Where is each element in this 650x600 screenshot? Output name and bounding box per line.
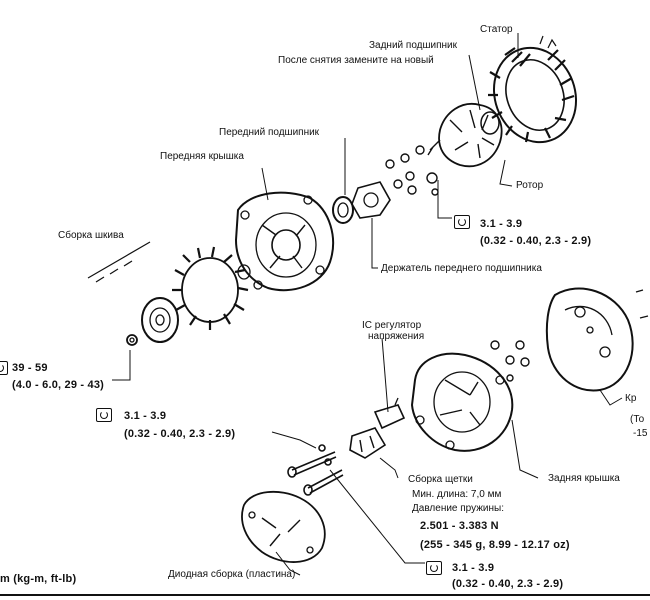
torque-wrench-icon [0, 361, 8, 375]
spec-pulley-nut-value: 39 - 59 [12, 362, 48, 374]
rear-end-cover-part [545, 287, 649, 392]
torque-wrench-icon [454, 215, 470, 229]
through-bolts-part [287, 444, 344, 496]
label-rotor: Ротор [516, 180, 544, 191]
label-cover-right-1: Кр [625, 393, 637, 404]
label-front-bearing: Передний подшипник [219, 127, 320, 138]
spec-diode-bolts-units: (0.32 - 0.40, 2.3 - 2.9) [452, 578, 564, 590]
spec-rotor-bolts-units: (0.32 - 0.40, 2.3 - 2.9) [480, 235, 592, 247]
spec-rotor-bolts-value: 3.1 - 3.9 [480, 218, 523, 230]
label-spring-pressure: Давление пружины: [412, 503, 505, 514]
label-front-cover: Передняя крышка [160, 151, 244, 162]
label-ic-regulator-2: напряжения [368, 331, 425, 342]
leader-lines [112, 33, 623, 576]
spec-pulley-nut-units: (4.0 - 6.0, 29 - 43) [12, 379, 105, 391]
rotor-part [427, 103, 503, 168]
spec-spring-force-units: (255 - 345 g, 8.99 - 12.17 oz) [420, 539, 570, 551]
label-stator: Статор [480, 24, 513, 35]
screws-rear [490, 340, 530, 382]
front-bearing-part [332, 196, 354, 224]
spec-spring-force: 2.501 - 3.383 N [420, 520, 499, 532]
bottom-border [0, 594, 650, 596]
torque-wrench-icon [426, 561, 442, 575]
spec-through-bolts-value: 3.1 - 3.9 [124, 410, 167, 422]
label-pulley-assembly: Сборка шкива [58, 230, 124, 241]
label-ic-regulator-1: IC регулятор [362, 320, 422, 331]
pulley-leader [87, 241, 151, 283]
ic-regulator-part [373, 397, 406, 430]
pulley-assembly-part [126, 246, 251, 346]
spec-through-bolts-units: (0.32 - 0.40, 2.3 - 2.9) [124, 428, 236, 440]
label-rear-cover: Задняя крышка [548, 473, 620, 484]
torque-wrench-icon [96, 408, 112, 422]
label-replace-note: После снятия замените на новый [278, 55, 434, 66]
stator-part [488, 35, 578, 144]
front-cover-part [234, 191, 335, 292]
label-rear-bearing: Задний подшипник [369, 40, 458, 51]
rear-cover-part [410, 352, 514, 452]
brush-assembly-part [349, 427, 387, 459]
spec-diode-bolts-value: 3.1 - 3.9 [452, 562, 495, 574]
screws-rotor [385, 145, 439, 196]
label-brush-assembly: Сборка щетки [408, 474, 473, 485]
label-diode-assembly: Диодная сборка (пластина) [168, 569, 296, 580]
label-bearing-retainer: Держатель переднего подшипника [381, 263, 542, 274]
label-cover-right-2: (То [630, 414, 645, 425]
bearing-retainer-part [351, 181, 391, 219]
unit-legend: m (kg-m, ft-lb) [0, 573, 77, 585]
diode-assembly-part [241, 490, 326, 563]
label-min-length: Мин. длина: 7,0 мм [412, 489, 502, 500]
label-cover-right-3: -15 [633, 428, 648, 439]
